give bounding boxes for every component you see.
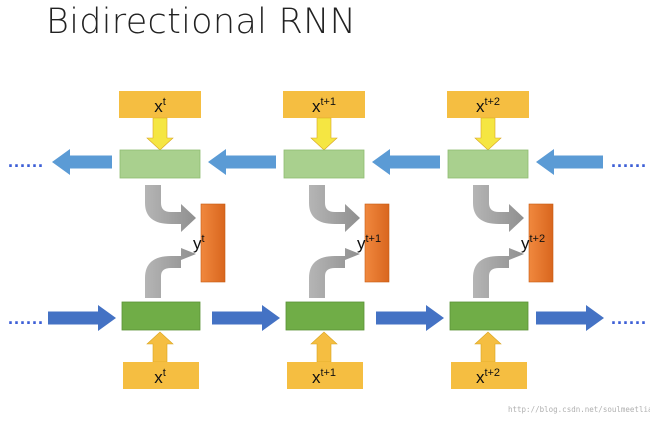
forward-arrow	[212, 305, 280, 331]
input-box-top	[283, 91, 365, 118]
watermark: http://blog.csdn.net/soulmeetliang	[508, 405, 650, 414]
input-label-bottom: xt+2	[476, 367, 500, 387]
backward-arrow	[536, 149, 603, 175]
forward-arrow	[376, 305, 444, 331]
forward-arrow	[48, 305, 116, 331]
output-label: yt+1	[357, 233, 381, 253]
backward-arrow	[52, 149, 112, 175]
merge-arrow-top	[145, 185, 196, 232]
dots-backward-left: ......	[8, 151, 44, 171]
output-label: yt	[193, 233, 205, 253]
input-arrow-top	[310, 117, 338, 151]
input-label-top: xt+1	[312, 96, 336, 116]
backward-hidden-state	[447, 149, 529, 179]
input-box-top	[119, 91, 201, 118]
backward-arrow	[208, 149, 276, 175]
merge-arrow-bottom	[309, 248, 360, 298]
backward-arrow	[372, 149, 440, 175]
dots-forward-left: ......	[8, 308, 44, 328]
input-label-top: xt	[154, 96, 166, 116]
input-label-bottom: xt	[154, 367, 166, 387]
input-arrow-top	[474, 117, 502, 151]
input-label-bottom: xt+1	[312, 367, 336, 387]
forward-hidden-state	[449, 301, 529, 331]
input-box-bottom	[123, 362, 199, 389]
output-box	[364, 203, 390, 283]
backward-hidden-state	[283, 149, 365, 179]
backward-hidden-state	[119, 149, 201, 179]
dots-forward-right: ......	[611, 308, 647, 328]
output-box	[200, 203, 226, 283]
diagram-title: Bidirectional RNN	[46, 2, 357, 42]
merge-arrow-bottom	[473, 248, 524, 298]
input-box-bottom	[287, 362, 363, 389]
input-box-bottom	[451, 362, 527, 389]
input-arrow-bottom	[146, 331, 174, 363]
dots-backward-right: ......	[611, 151, 647, 171]
input-arrow-bottom	[474, 331, 502, 363]
merge-arrow-top	[309, 185, 360, 232]
output-label: yt+2	[521, 233, 545, 253]
forward-arrow	[536, 305, 604, 331]
merge-arrow-bottom	[145, 248, 196, 298]
merge-arrow-top	[473, 185, 524, 232]
input-label-top: xt+2	[476, 96, 500, 116]
forward-hidden-state	[285, 301, 365, 331]
input-arrow-top	[146, 117, 174, 151]
output-box	[528, 203, 554, 283]
forward-hidden-state	[121, 301, 201, 331]
input-box-top	[447, 91, 529, 118]
input-arrow-bottom	[310, 331, 338, 363]
